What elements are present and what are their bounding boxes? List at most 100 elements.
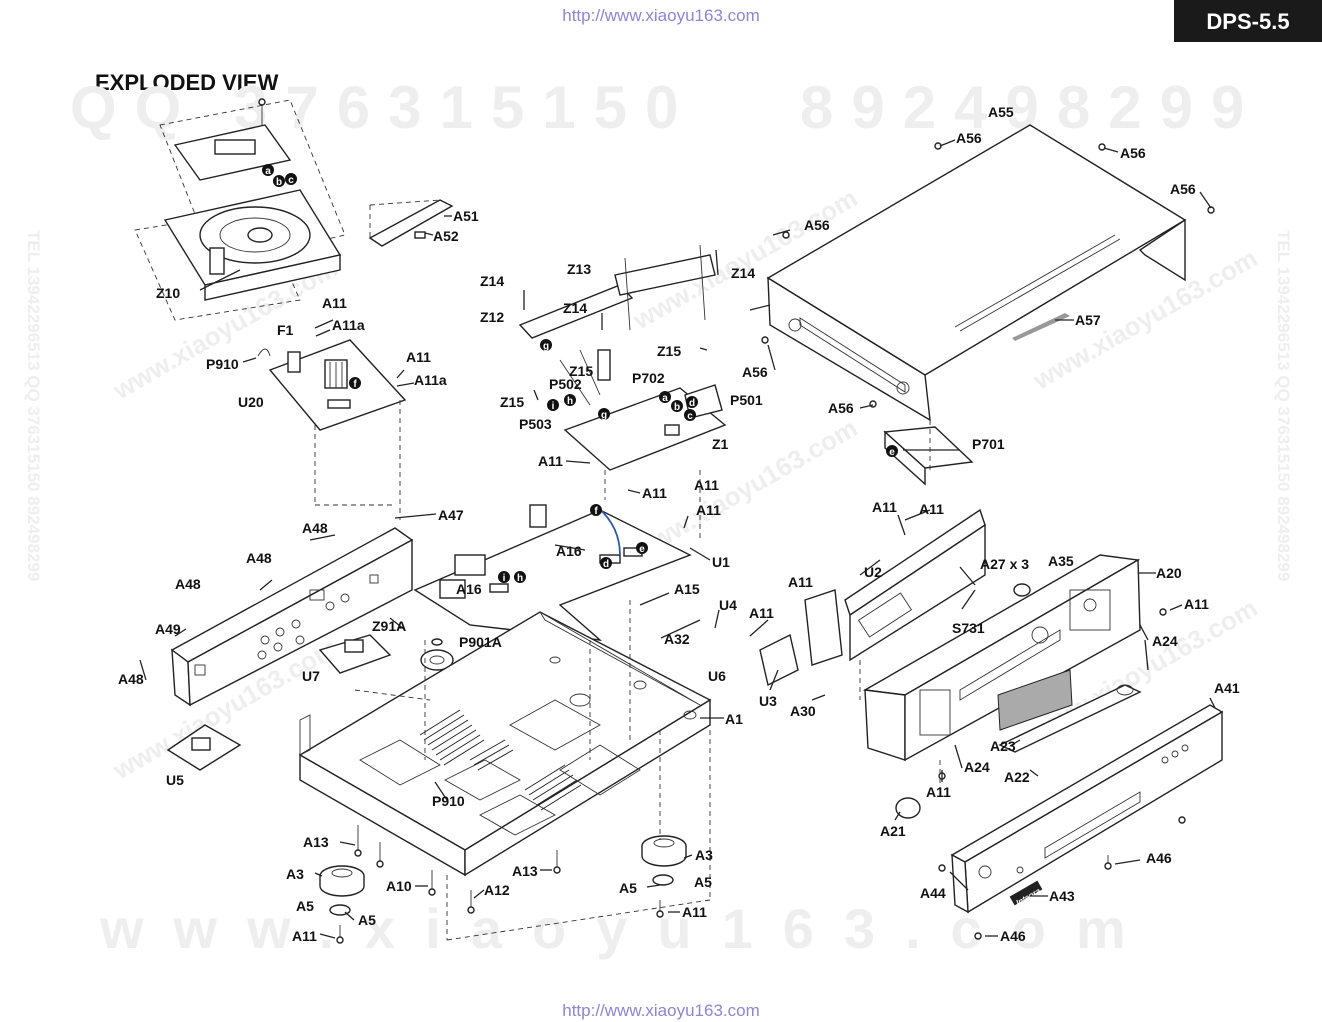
foot-a3-left — [319, 865, 365, 916]
label-a32: A32 — [664, 631, 690, 647]
label-a30: A30 — [790, 703, 816, 719]
foot-a3-right — [641, 835, 687, 886]
label-a11-a20: A11 — [1184, 596, 1209, 612]
label-z12: Z12 — [480, 309, 504, 325]
svg-text:h: h — [517, 573, 523, 584]
label-z15-left: Z15 — [500, 394, 524, 410]
label-z14-right: Z14 — [731, 265, 755, 281]
callout-f-u20: f — [349, 377, 361, 390]
svg-text:i: i — [552, 401, 555, 412]
label-z1: Z1 — [712, 436, 729, 452]
window-a23 — [997, 669, 1073, 731]
label-a21: A21 — [880, 823, 906, 839]
label-a11-z1-mid: A11 — [642, 485, 667, 501]
label-a35: A35 — [1048, 553, 1074, 569]
label-a13-left: A13 — [303, 834, 329, 850]
label-a52: A52 — [433, 228, 459, 244]
label-p501: P501 — [730, 392, 763, 408]
label-a48-1: A48 — [302, 520, 328, 536]
part-labels: Z10 A51 A52 F1 A11 A11a P910 U20 A11 A11… — [118, 104, 1240, 944]
label-a11-u1: A11 — [696, 502, 721, 518]
watermark-url-top[interactable]: http://www.xiaoyu163.com — [562, 6, 760, 25]
callout-i-u1: i — [498, 571, 510, 584]
label-f1: F1 — [277, 322, 294, 338]
watermark-qq-left: QQ 376315150 — [70, 74, 696, 141]
svg-text:a: a — [662, 393, 668, 404]
label-a11-u3: A11 — [749, 605, 774, 621]
label-a11-z1-left: A11 — [538, 453, 563, 469]
label-a46-right: A46 — [1146, 850, 1172, 866]
label-a24-bottom: A24 — [964, 759, 990, 775]
label-a20: A20 — [1156, 565, 1182, 581]
label-a56-6: A56 — [828, 400, 854, 416]
label-a48-3: A48 — [175, 576, 201, 592]
front-panel-a41: Integra — [950, 704, 1224, 914]
label-u6: U6 — [708, 668, 726, 684]
svg-text:c: c — [687, 411, 693, 422]
watermark-bottom: www.xiaoyu163.com — [99, 897, 1156, 960]
label-a16-left: A16 — [456, 581, 482, 597]
label-a41: A41 — [1214, 680, 1240, 696]
label-a11-u2-left: A11 — [872, 499, 897, 515]
watermark-tel-left: TEL 13942296513 QQ 376315150 892498299 — [24, 230, 43, 581]
label-p702: P702 — [632, 370, 665, 386]
callout-e-p701: e — [886, 445, 898, 458]
callout-h-z1: h — [564, 394, 576, 407]
svg-text:a: a — [265, 166, 271, 177]
label-z15-mid: Z15 — [569, 363, 593, 379]
label-p910-top: P910 — [206, 356, 239, 372]
label-a56-4: A56 — [804, 217, 830, 233]
front-chassis-a20 — [862, 554, 1141, 762]
label-u4: U4 — [719, 597, 737, 613]
label-a5-left-a: A5 — [296, 898, 314, 914]
svg-text:i: i — [503, 573, 506, 584]
board-u3 — [759, 589, 843, 687]
label-a47: A47 — [438, 507, 464, 523]
label-z15-right: Z15 — [657, 343, 681, 359]
ribbon-p701 — [883, 426, 974, 486]
label-u1: U1 — [712, 554, 730, 570]
callout-g-z1: g — [598, 408, 610, 421]
label-p910-bottom: P910 — [432, 793, 465, 809]
callout-g-z12: g — [540, 339, 552, 352]
callout-f-u1: f — [590, 504, 602, 517]
top-cover-a55 — [766, 124, 1187, 422]
label-a10: A10 — [386, 878, 412, 894]
leader-lines — [139, 139, 1216, 939]
svg-text:g: g — [601, 410, 607, 421]
label-a11-right-bottom: A11 — [682, 904, 707, 920]
callout-c-loader: c — [285, 173, 297, 186]
label-a56-5: A56 — [742, 364, 768, 380]
svg-text:c: c — [288, 175, 294, 186]
label-u7: U7 — [302, 668, 320, 684]
callout-a-loader: a — [262, 164, 274, 177]
rear-panel-a47 — [170, 527, 414, 707]
label-a11-z1-right: A11 — [694, 477, 719, 493]
assembly-guides — [314, 400, 941, 941]
label-a57: A57 — [1075, 312, 1101, 328]
callout-a-z1: a — [659, 391, 671, 404]
svg-text:d: d — [689, 398, 695, 409]
watermark-tel-right: TEL 13942296513 QQ 376315150 892498299 — [1274, 230, 1293, 581]
svg-text:b: b — [674, 402, 680, 413]
label-a24-right: A24 — [1152, 633, 1178, 649]
label-a11-u3-top: A11 — [788, 574, 813, 590]
svg-text:g: g — [543, 341, 549, 352]
watermark-url-bottom[interactable]: http://www.xiaoyu163.com — [562, 1001, 760, 1020]
svg-text:f: f — [353, 379, 357, 390]
callout-b-z1: b — [671, 400, 683, 413]
label-a11-u20: A11 — [406, 349, 431, 365]
bracket-a22 — [998, 684, 1142, 753]
label-a3-right: A3 — [695, 847, 713, 863]
chassis-a1 — [298, 611, 712, 877]
label-a56-2: A56 — [1120, 145, 1146, 161]
board-u7 — [318, 634, 392, 674]
label-p502: P502 — [549, 376, 582, 392]
board-u20 — [257, 339, 407, 431]
label-s731: S731 — [952, 620, 985, 636]
label-z91a: Z91A — [372, 618, 406, 634]
label-u3: U3 — [759, 693, 777, 709]
label-z14-left: Z14 — [480, 273, 504, 289]
label-a48-2: A48 — [246, 550, 272, 566]
